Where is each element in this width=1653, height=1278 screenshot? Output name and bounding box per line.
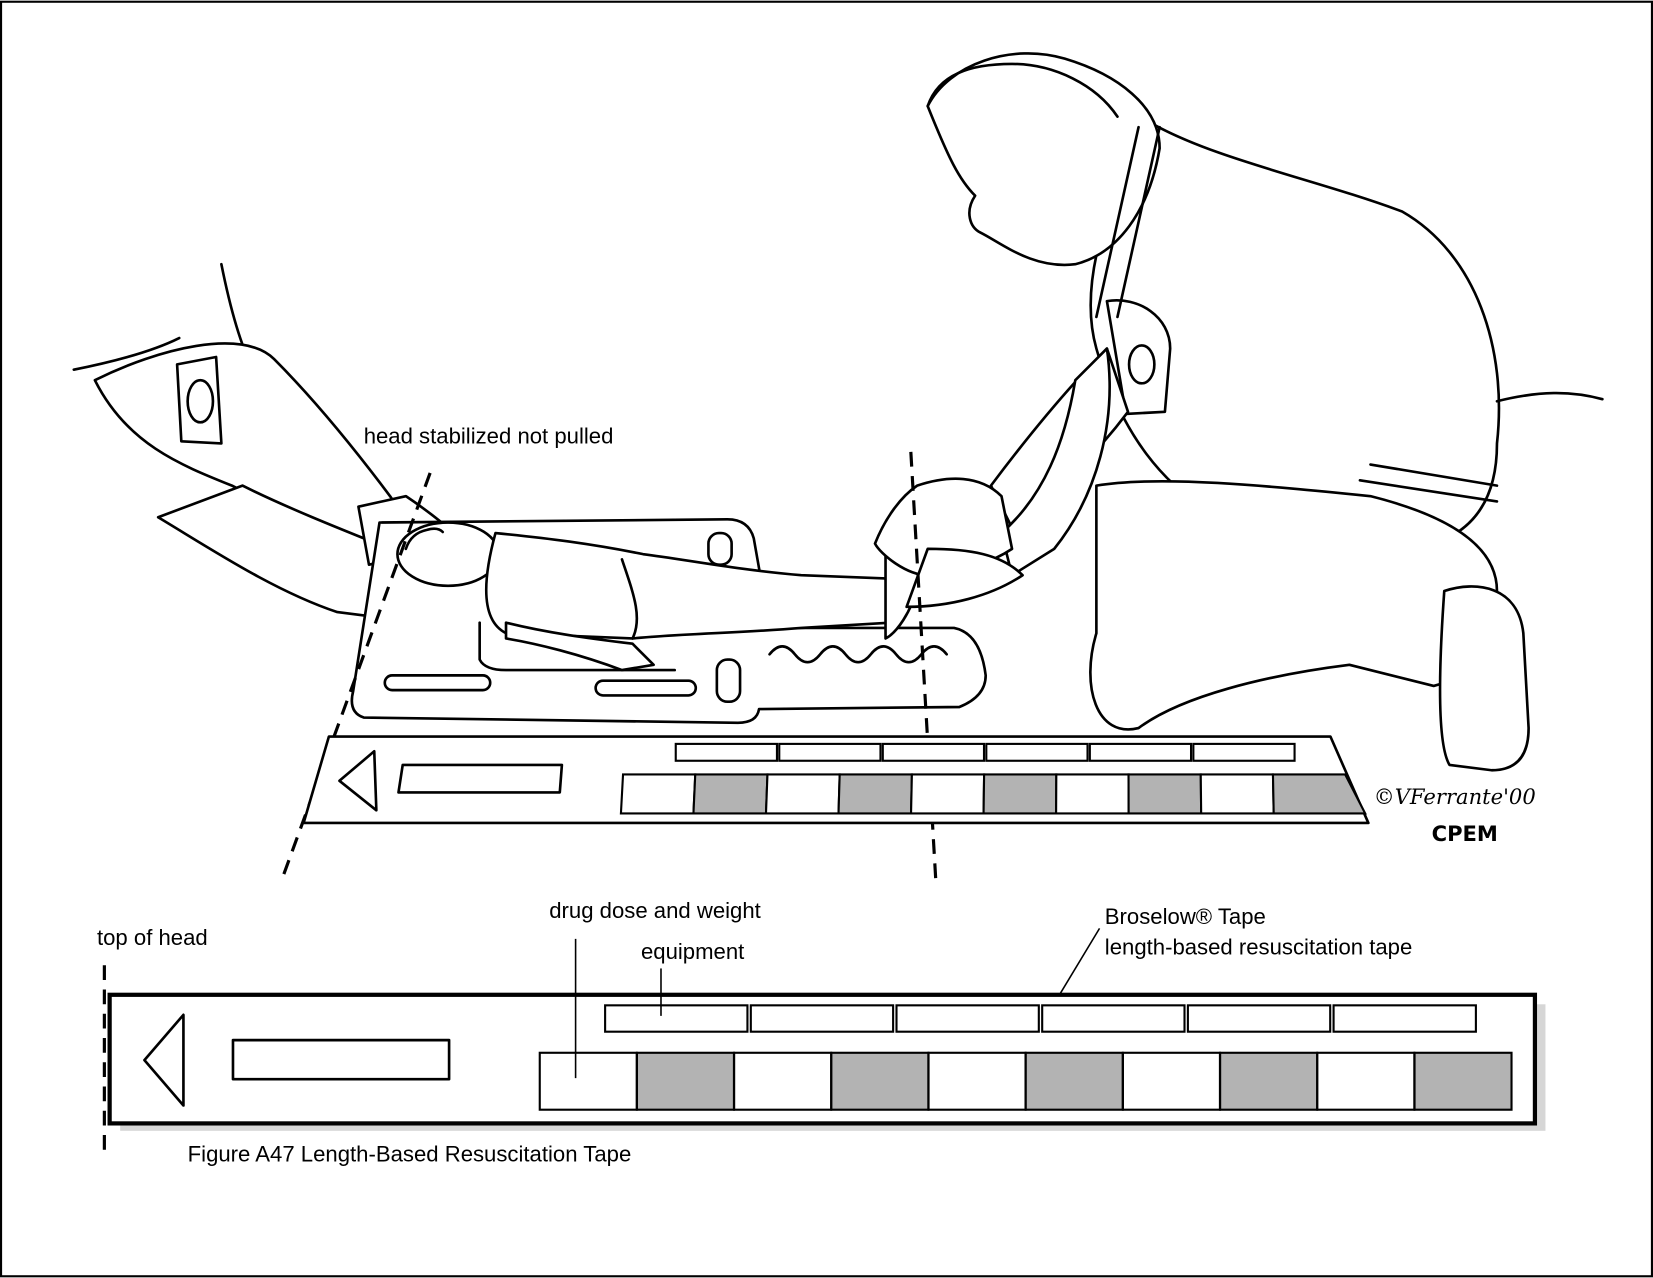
perspective-color-zone — [619, 773, 697, 815]
perspective-equipment-box — [881, 742, 986, 762]
perspective-color-zone — [1055, 773, 1130, 815]
color-zone — [1413, 1051, 1513, 1111]
tape-diagram: top of head drug dose and weight equipme… — [97, 898, 1546, 1150]
perspective-equipment-box — [1192, 742, 1296, 762]
perspective-equipment-boxes — [674, 742, 1296, 762]
color-zones — [538, 1051, 1513, 1111]
equipment-box — [749, 1004, 895, 1033]
right-rescuer — [873, 52, 1604, 772]
perspective-color-zone — [1199, 773, 1275, 815]
tape-arrow-icon — [143, 1013, 185, 1107]
figure-caption: Figure A47 Length-Based Resuscitation Ta… — [188, 1141, 632, 1166]
perspective-color-zone — [909, 773, 986, 815]
artist-signature: ©VFerrante'00 — [1374, 784, 1536, 809]
perspective-color-zone — [982, 773, 1058, 815]
color-zone — [1024, 1051, 1124, 1111]
equipment-box — [1041, 1004, 1186, 1033]
head-stabilized-label: head stabilized not pulled — [364, 423, 614, 448]
perspective-color-zone — [1271, 773, 1367, 815]
equipment-label: equipment — [641, 939, 744, 964]
color-zone — [1316, 1051, 1416, 1111]
broselow-leader — [1058, 927, 1101, 996]
drug-dose-label: drug dose and weight — [549, 898, 761, 923]
color-zone — [830, 1051, 930, 1111]
tape-name-box — [231, 1038, 451, 1081]
color-zone — [1121, 1051, 1221, 1111]
perspective-equipment-box — [778, 742, 882, 762]
perspective-color-zone — [692, 773, 769, 815]
perspective-equipment-box — [674, 742, 779, 762]
top-of-head-label: top of head — [97, 925, 208, 950]
equipment-box — [1332, 1004, 1477, 1033]
color-zone — [538, 1051, 638, 1111]
equipment-box — [895, 1004, 1040, 1033]
perspective-equipment-box — [985, 742, 1089, 762]
credit-cpem: CPEM — [1432, 821, 1498, 846]
perspective-color-zones — [619, 773, 1367, 815]
color-zone — [927, 1051, 1027, 1111]
perspective-equipment-box — [1088, 742, 1193, 762]
equipment-boxes — [604, 1004, 1477, 1033]
equipment-box — [1186, 1004, 1332, 1033]
broselow-description: length-based resuscitation tape — [1105, 935, 1413, 960]
perspective-color-zone — [764, 773, 841, 815]
perspective-tape — [302, 735, 1370, 825]
perspective-color-zone — [837, 773, 913, 815]
color-zone — [1219, 1051, 1319, 1111]
perspective-color-zone — [1127, 773, 1203, 815]
child-figure — [396, 521, 920, 672]
color-zone — [635, 1051, 735, 1111]
equipment-box — [604, 1004, 749, 1033]
color-zone — [733, 1051, 833, 1111]
broselow-label: Broselow® Tape — [1105, 904, 1266, 929]
